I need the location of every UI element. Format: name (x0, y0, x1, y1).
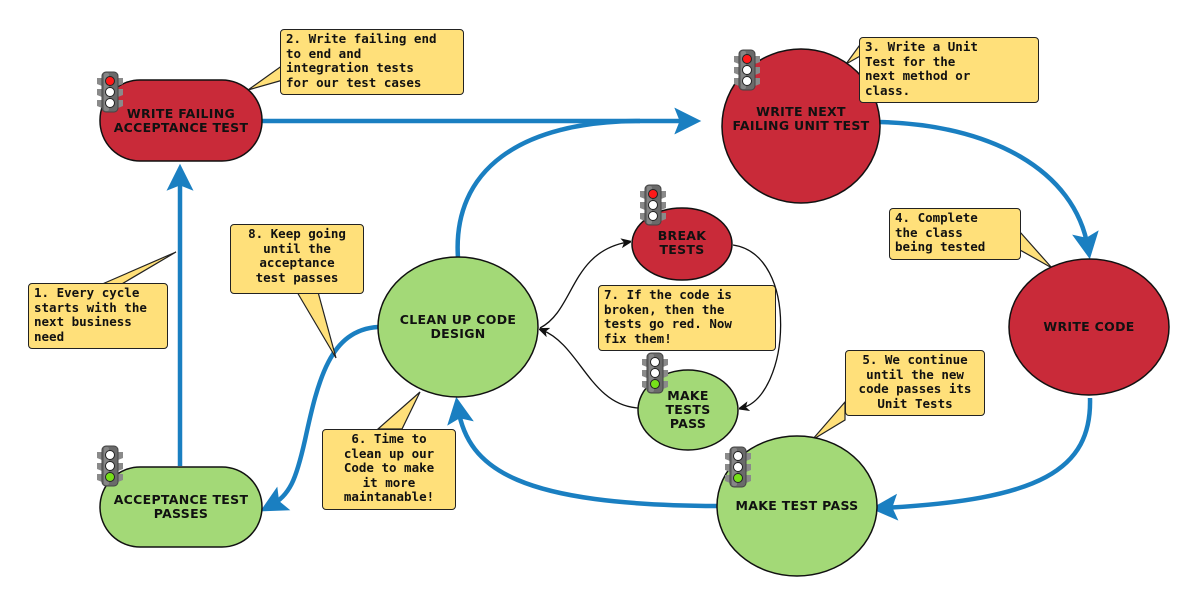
note-8-keep-going: 8. Keep going until the acceptance test … (230, 224, 364, 294)
node-label-line: TESTS (665, 402, 710, 417)
flow-arrow-unit-to-writecode (877, 119, 1099, 260)
refactor-arrow-break-to-maketests (732, 244, 782, 408)
traffic-light-green-icon (641, 352, 669, 394)
note-pointer-4 (1019, 230, 1053, 269)
node-label-line: MAKE TEST PASS (736, 498, 859, 513)
node-label-line: DESIGN (430, 326, 485, 341)
node-label-line: BREAK (658, 228, 708, 243)
node-label-line: CLEAN UP CODE (400, 312, 516, 327)
note-pointer-8 (295, 291, 337, 359)
traffic-light-red-icon (96, 71, 124, 113)
note-pointer-2 (247, 63, 284, 91)
node-label-line: ACCEPTANCE TEST (114, 120, 249, 135)
node-label-line: WRITE NEXT (756, 104, 846, 119)
traffic-light-red-icon (639, 184, 667, 226)
node-break-tests: BREAK TESTS (631, 207, 733, 281)
node-acceptance-test-passes: ACCEPTANCE TEST PASSES (99, 466, 263, 548)
refactor-arrow-clean-to-break (539, 242, 628, 329)
flow-arrow-clean-to-acceptance-passes (260, 324, 379, 512)
node-label-line: MAKE (667, 388, 709, 403)
note-5-continue-until-pass: 5. We continue until the new code passes… (845, 350, 985, 416)
node-write-code: WRITE CODE (1008, 258, 1170, 396)
flow-arrow-clean-to-unit (455, 118, 641, 259)
node-write-next-failing-unit-test: WRITE NEXT FAILING UNIT TEST (721, 48, 881, 204)
note-6-clean-up-code: 6. Time to clean up our Code to make it … (322, 429, 456, 510)
node-make-test-pass: MAKE TEST PASS (716, 435, 878, 577)
node-clean-up-code-design: CLEAN UP CODE DESIGN (377, 256, 539, 398)
note-2-failing-e2e-tests: 2. Write failing end to end and integrat… (280, 29, 464, 95)
note-7-fix-broken-tests: 7. If the code is broken, then the tests… (598, 285, 776, 351)
node-label-line: PASS (670, 416, 706, 431)
node-label-line: FAILING UNIT TEST (733, 118, 870, 133)
note-4-complete-class: 4. Complete the class being tested (889, 208, 1021, 260)
flow-arrow-writecode-to-maketestpass (870, 397, 1093, 521)
node-write-failing-acceptance-test: WRITE FAILING ACCEPTANCE TEST (99, 79, 263, 162)
note-pointer-6 (376, 391, 421, 430)
node-label-line: TESTS (659, 242, 704, 257)
traffic-light-red-icon (733, 49, 761, 91)
traffic-light-green-icon (724, 446, 752, 488)
note-1-business-need: 1. Every cycle starts with the next busi… (28, 283, 168, 349)
note-pointer-1 (99, 251, 177, 286)
refactor-arrow-maketests-to-clean (542, 330, 639, 409)
node-label-line: PASSES (154, 506, 208, 521)
traffic-light-green-icon (96, 445, 124, 487)
node-label-line: WRITE CODE (1043, 319, 1134, 334)
node-label-line: WRITE FAILING (127, 106, 235, 121)
flow-arrow-maketestpass-to-clean (447, 396, 718, 509)
note-pointer-5 (811, 400, 846, 441)
node-label-line: ACCEPTANCE TEST (114, 492, 249, 507)
note-3-write-unit-test: 3. Write a Unit Test for the next method… (859, 37, 1039, 103)
